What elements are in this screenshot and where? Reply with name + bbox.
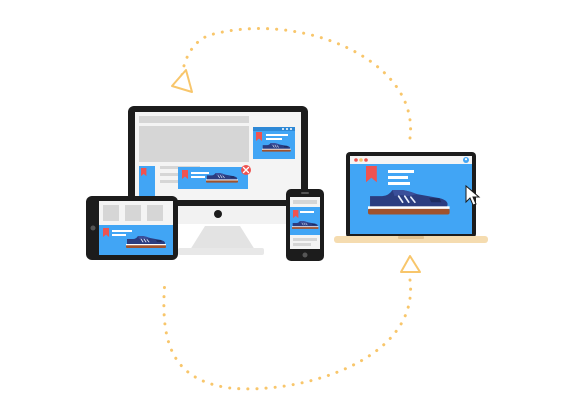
tablet — [86, 196, 178, 260]
monitor-stand — [190, 226, 255, 250]
laptop-base — [334, 236, 488, 243]
monitor-product-card — [253, 127, 295, 159]
laptop — [334, 152, 488, 243]
monitor-base — [178, 248, 264, 255]
monitor-power-icon — [214, 210, 222, 218]
close-icon — [241, 165, 251, 175]
tablet-home-button — [90, 225, 96, 231]
smartphone — [286, 189, 324, 261]
mouse-pointer-icon — [465, 184, 481, 206]
cycle-arrows-icon — [162, 27, 421, 391]
user-icon — [463, 157, 469, 163]
phone-home-button — [302, 252, 308, 258]
monitor-popup-card — [178, 165, 251, 189]
